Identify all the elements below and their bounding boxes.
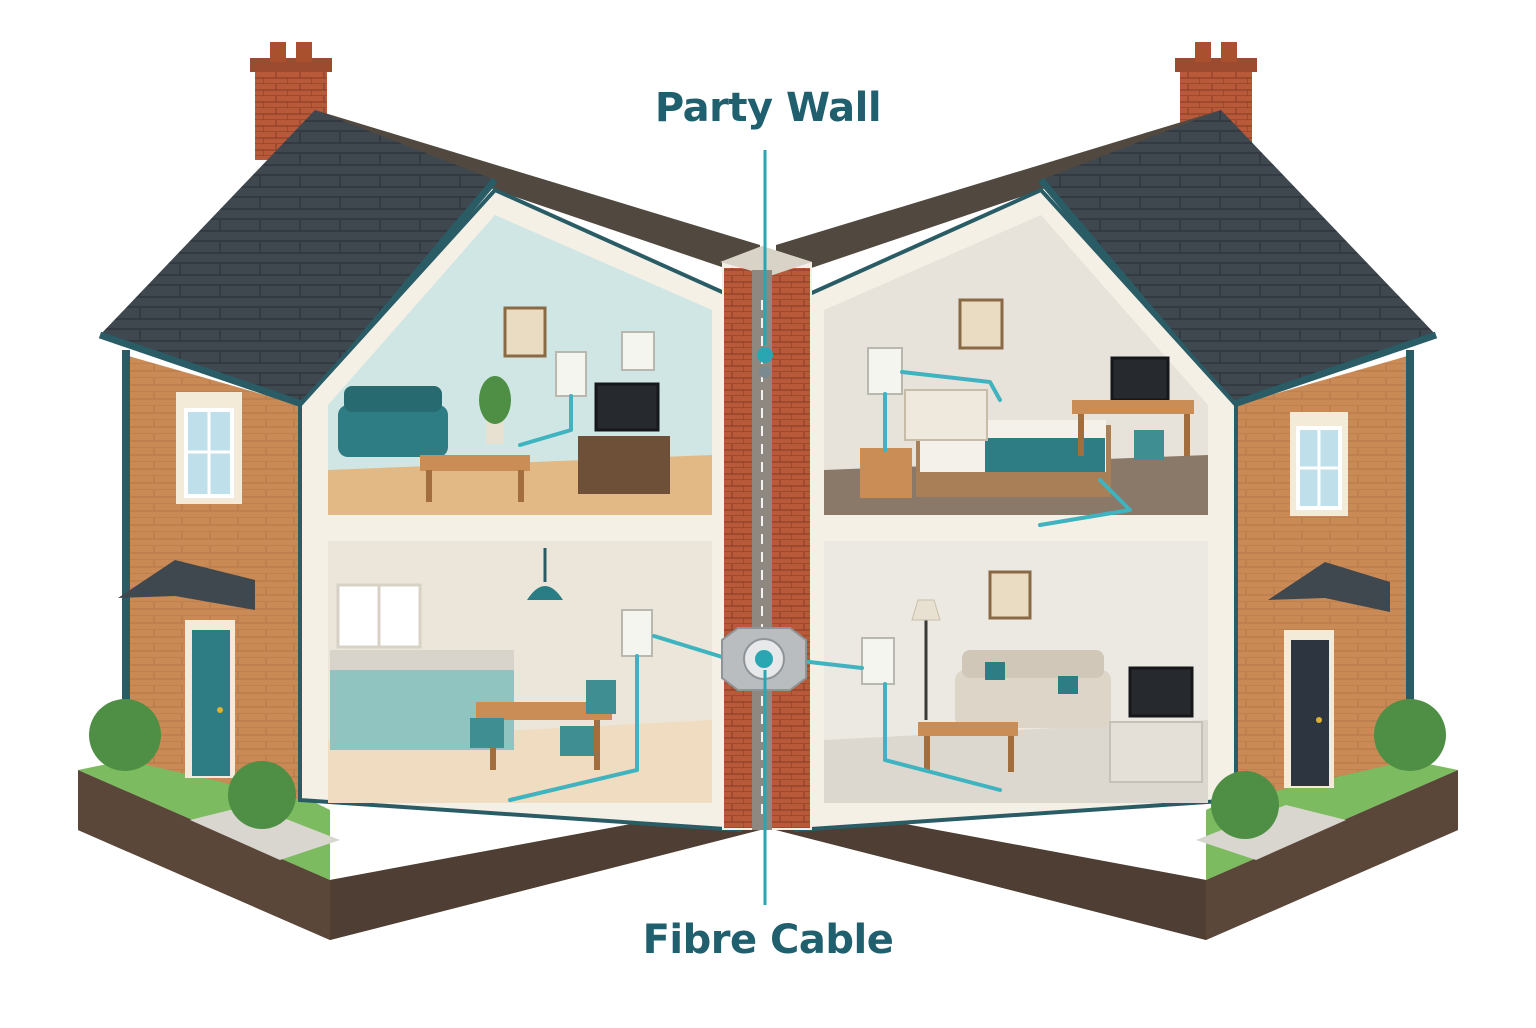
bush (89, 699, 161, 771)
tv-stand (578, 436, 670, 494)
dining-chair (560, 726, 594, 756)
coffee-table (918, 722, 1018, 736)
fibre-cable-label: Fibre Cable (642, 917, 894, 963)
router-icon (861, 637, 895, 685)
sofa (338, 405, 448, 457)
fibre-cable-routes (508, 370, 1132, 802)
lamp-icon (527, 548, 563, 600)
bush (1374, 699, 1446, 771)
dining-chair (586, 680, 616, 714)
porch-left (118, 560, 255, 778)
right-roof (1041, 110, 1436, 405)
front-door-left (192, 630, 230, 776)
router-icon (555, 351, 587, 397)
window-right (1290, 412, 1348, 516)
dining-chair (470, 718, 504, 748)
picture-frame-icon (958, 298, 1004, 350)
nightstand (860, 448, 912, 498)
picture-frame-icon (988, 570, 1032, 620)
tv-stand (1109, 721, 1203, 783)
cable-right-upper (883, 370, 1002, 452)
sofa (955, 670, 1111, 728)
bush (228, 761, 296, 829)
kitchen-counter (330, 650, 514, 670)
dining-table (476, 702, 612, 720)
coffee-table (420, 455, 530, 471)
plant-icon (479, 376, 511, 444)
desk-chair (1134, 430, 1164, 460)
kitchen-window (336, 583, 422, 649)
front-door-right (1291, 640, 1329, 786)
party-wall-label: Party Wall (654, 85, 882, 131)
cable-right-bedroom-floor (1038, 478, 1132, 527)
router-icon (621, 331, 655, 371)
cable-junction-icon (721, 627, 807, 691)
party-wall-connector (757, 347, 773, 363)
left-house (89, 42, 760, 833)
picture-frame-icon (503, 306, 547, 358)
window-left (176, 392, 242, 504)
cable-left-lower-drop (508, 654, 639, 802)
cable-right-lower-drop (883, 682, 1002, 792)
tv-icon (594, 382, 660, 432)
desk (1072, 400, 1194, 414)
tv-icon (1110, 356, 1170, 402)
left-roof (100, 110, 495, 405)
lamp-icon (911, 599, 941, 720)
cable-left-lower (652, 634, 734, 662)
porch-right (1268, 562, 1390, 788)
party-wall-connector (759, 366, 771, 378)
cable-left-upper (518, 394, 573, 447)
router-icon (867, 347, 903, 395)
right-house (776, 42, 1446, 839)
tv-icon (1128, 666, 1194, 718)
router-icon (621, 609, 653, 657)
bush (1211, 771, 1279, 839)
